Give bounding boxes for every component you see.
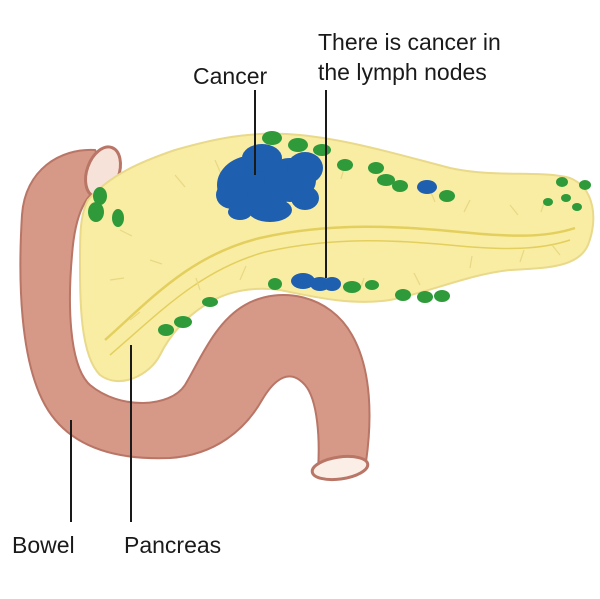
bowel-lower-opening (310, 454, 370, 482)
bowel-label: Bowel (12, 532, 75, 558)
pancreas (78, 132, 595, 382)
lymph-nodes-label-line2: the lymph nodes (318, 59, 487, 85)
pancreas-veins (109, 159, 561, 321)
cancerous-lymph-nodes (291, 180, 437, 291)
pancreatic-duct (104, 225, 576, 341)
pancreatic-duct-parallel (109, 239, 571, 356)
cancer-tumour (216, 144, 323, 222)
pancreas-body (78, 132, 595, 382)
leader-lines (70, 90, 327, 522)
pancreas-label: Pancreas (124, 532, 222, 558)
lymph-nodes-label-line1: There is cancer in (318, 29, 501, 55)
cancer-label: Cancer (193, 63, 268, 89)
lymph-nodes (88, 131, 591, 336)
